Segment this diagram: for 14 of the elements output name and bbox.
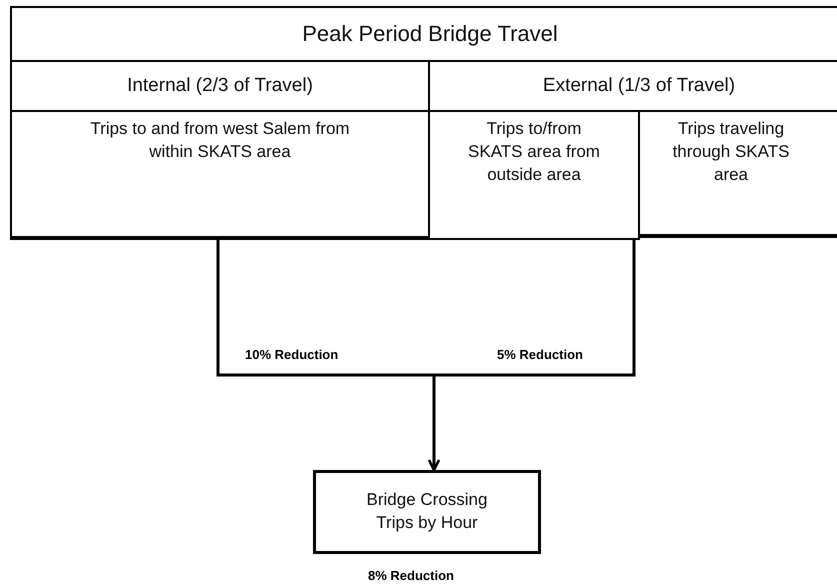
node-note: 8% Reduction — [368, 568, 454, 583]
node-label: Trips traveling through SKATS area — [672, 118, 790, 186]
connector-arrow — [428, 240, 636, 472]
process-box — [313, 470, 541, 554]
node-label: Bridge Crossing Trips by Hour — [366, 489, 488, 534]
node-label: Trips to/from SKATS area from outside area — [467, 118, 601, 186]
title-cell — [10, 6, 837, 62]
table-cell — [10, 110, 430, 240]
table-heading: External (1/3 of Travel) — [542, 74, 736, 98]
table-heading: Internal (2/3 of Travel) — [127, 74, 313, 98]
table-heading: Peak Period Bridge Travel — [302, 20, 558, 48]
edge-label: 5% Reduction — [497, 347, 583, 362]
edge-label: 10% Reduction — [245, 347, 338, 362]
node-label: Trips to and from west Salem from within SKATS area — [89, 118, 351, 163]
